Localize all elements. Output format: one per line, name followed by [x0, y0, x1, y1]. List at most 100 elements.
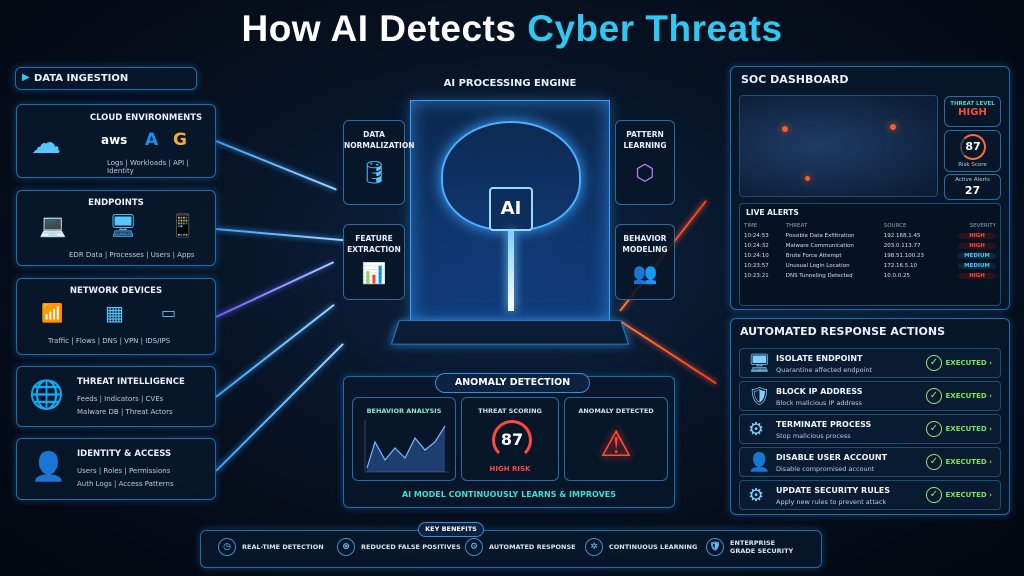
user-lock-icon: 👤 — [748, 452, 771, 473]
threat-level-box: THREAT LEVEL HIGH — [944, 96, 1001, 127]
benefit-item: ✲CONTINUOUS LEARNING — [585, 538, 697, 556]
card-identity-access: 👤 IDENTITY & ACCESS Users | Roles | Perm… — [16, 438, 216, 500]
live-alerts-title: LIVE ALERTS — [746, 208, 799, 217]
ai-chip: AI — [489, 187, 533, 231]
world-threat-map — [739, 95, 938, 197]
stage-label: PATTERN — [626, 130, 664, 139]
stage-label: DATA — [363, 130, 385, 139]
card-title: THREAT INTELLIGENCE — [77, 377, 185, 387]
flow-line — [215, 303, 335, 398]
user-icon: 👤 — [31, 450, 66, 483]
section-title: AUTOMATED RESPONSE ACTIONS — [740, 325, 945, 338]
monitor-icon: 🖥 — [109, 214, 137, 239]
check-icon: ✓ — [926, 454, 942, 470]
network-graph-icon: ⬡ — [635, 161, 655, 186]
card-title: IDENTITY & ACCESS — [77, 449, 172, 459]
column-header: THREAT — [785, 223, 808, 229]
action-desc: Apply new rules to prevent attack — [776, 498, 887, 506]
engine-title: AI PROCESSING ENGINE — [443, 78, 577, 89]
check-icon: ✓ — [926, 388, 942, 404]
gear-icon: ⚙ — [465, 538, 483, 556]
risk-score-label: Risk Score — [958, 162, 987, 168]
live-alerts-table: LIVE ALERTS TIME THREAT SOURCE SEVERITY … — [739, 203, 1001, 306]
severity-badge: HIGH — [958, 243, 996, 249]
alert-threat: Malware Communication — [785, 243, 854, 249]
column-header: TIME — [744, 223, 758, 229]
action-desc: Quarantine affected endpoint — [776, 366, 873, 374]
cloud-icon: ☁ — [31, 126, 61, 161]
aws-logo: aws — [101, 133, 128, 147]
check-icon: ✓ — [926, 421, 942, 437]
anomaly-detection-title: ANOMALY DETECTION — [435, 373, 590, 393]
alert-time: 10:24:10 — [744, 253, 769, 259]
azure-logo: A — [145, 130, 159, 150]
risk-label: HIGH RISK — [489, 465, 531, 473]
threat-scoring-box: THREAT SCORING 87 HIGH RISK — [461, 397, 559, 481]
alert-source: 198.51.100.23 — [883, 253, 924, 259]
alert-source: 172.16.5.10 — [883, 263, 917, 269]
phone-icon: 📱 — [169, 214, 197, 239]
card-threat-intelligence: 🌐 THREAT INTELLIGENCE Feeds | Indicators… — [16, 366, 216, 427]
gear-icon: ⚙ — [748, 485, 765, 506]
card-detail: Auth Logs | Access Patterns — [77, 480, 174, 488]
action-status: EXECUTED › — [945, 359, 992, 367]
alert-source: 10.0.0.25 — [883, 273, 910, 279]
action-status: EXECUTED › — [945, 392, 992, 400]
benefit-label: REDUCED FALSE POSITIVES — [361, 543, 461, 551]
benefit-item: ⚙ AUTOMATED RESPONSE — [465, 538, 576, 556]
action-status: EXECUTED › — [945, 491, 992, 499]
active-alerts-value: 27 — [964, 184, 981, 197]
action-desc: Block malicious IP address — [776, 399, 862, 407]
flow-line — [215, 261, 335, 318]
alert-source: 203.0.113.77 — [883, 243, 921, 249]
action-status: EXECUTED › — [945, 458, 992, 466]
learning-network-icon: ✲ — [585, 538, 603, 556]
threat-level-value: HIGH — [958, 107, 987, 118]
card-detail: Logs | Workloads | API | Identity — [107, 159, 189, 175]
flow-line — [215, 228, 346, 242]
alert-time: 10:24:32 — [744, 243, 769, 249]
filter-icon: ⊛ — [337, 538, 355, 556]
benefit-label: AUTOMATED RESPONSE — [489, 543, 576, 551]
action-title: ISOLATE ENDPOINT — [776, 354, 863, 363]
google-cloud-logo: G — [173, 130, 187, 150]
stage-label: MODELING — [622, 245, 668, 254]
flow-line — [215, 140, 337, 191]
severity-badge: HIGH — [958, 233, 996, 239]
behavior-analysis-box: BEHAVIOR ANALYSIS — [352, 397, 456, 481]
stage-label: BEHAVIOR — [623, 234, 667, 243]
shield-check-icon: 🛡 — [706, 538, 724, 556]
users-icon: 👥 — [632, 261, 658, 285]
platform-base — [390, 320, 630, 345]
severity-badge: MEDIUM — [958, 253, 996, 259]
process-stop-icon: ⚙ — [748, 419, 765, 440]
flow-line — [215, 343, 344, 472]
router-icon: 📶 — [41, 303, 64, 324]
threat-hotspot — [782, 126, 788, 132]
benefit-label: ENTERPRISE GRADE SECURITY — [730, 539, 794, 555]
active-alerts-box: Active Alerts 27 — [944, 174, 1001, 200]
box-title: THREAT SCORING — [478, 407, 542, 415]
severity-badge: HIGH — [958, 273, 996, 279]
alert-threat: DNS Tunneling Detected — [785, 273, 853, 279]
card-detail: Feeds | Indicators | CVEs — [77, 395, 164, 403]
database-icon: 🛢 — [360, 161, 388, 186]
alert-time: 10:23:57 — [744, 263, 769, 269]
flow-line — [619, 320, 717, 385]
card-detail: Traffic | Flows | DNS | VPN | IDS/IPS — [48, 337, 171, 345]
page-title: How AI Detects Cyber Threats — [0, 8, 1024, 50]
light-beam — [508, 231, 514, 311]
risk-score-gauge: 87 — [960, 134, 986, 160]
table-row[interactable]: 10:24:32 Malware Communication 203.0.113.7… — [740, 241, 1000, 251]
